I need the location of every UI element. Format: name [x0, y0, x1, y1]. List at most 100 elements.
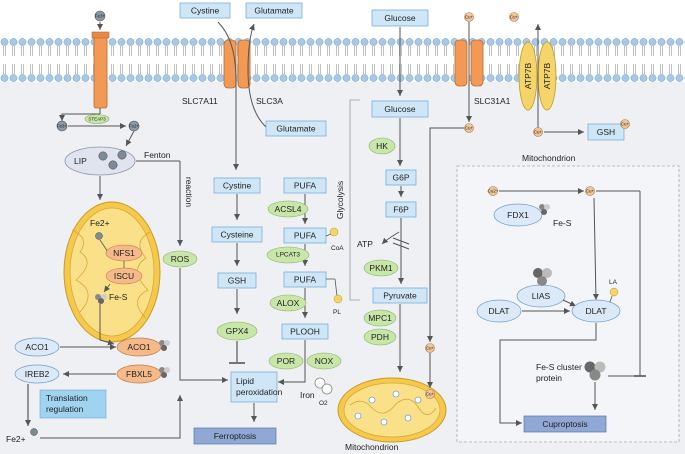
cell-membrane	[0, 38, 685, 82]
pyruvate-box	[372, 287, 428, 304]
pkm1-enzyme	[363, 259, 399, 277]
ros-node	[162, 250, 198, 268]
atp-label: ATP	[357, 239, 373, 249]
la-label: LA	[609, 279, 618, 286]
ferroptosis-box	[193, 427, 277, 445]
nox-label: NOX	[315, 356, 334, 366]
slc31a1-channel-left	[454, 39, 468, 87]
cu-mito-ion-icon-2	[425, 389, 435, 399]
ireb2-protein	[14, 364, 60, 384]
atp7b-left-label: ATP7B	[523, 63, 533, 90]
mitochondrion-bottom-label: Mitochondrion	[345, 442, 399, 452]
glutamate-out-box	[245, 2, 303, 19]
cystine-out-label: Cystine	[191, 6, 220, 16]
pkm1-label: PKM1	[369, 263, 392, 273]
pdh-enzyme	[363, 328, 397, 346]
o2-molecule-icon	[314, 377, 326, 389]
dlat-right-protein	[571, 299, 621, 323]
iscu-label: ISCU	[114, 271, 134, 281]
glutamate-in-label: Glutamate	[276, 124, 315, 134]
lpcat3-enzyme	[266, 246, 310, 264]
alox-label: ALOX	[277, 298, 300, 308]
dlat-right-label: DLAT	[585, 306, 606, 316]
por-label: POR	[277, 356, 295, 366]
cu-atp-ion-icon	[533, 127, 543, 137]
pufa-box-2	[283, 227, 327, 244]
pl-label: PL	[333, 309, 341, 316]
fe3-label: Fe3+	[57, 124, 68, 129]
cu-mito1-label: Cu+	[426, 346, 435, 351]
pufa-box-3	[283, 271, 327, 288]
cu-in-label: Cu+	[465, 126, 474, 131]
ros-label: ROS	[171, 254, 190, 264]
f6p-label: F6P	[393, 205, 409, 215]
glucose-box	[371, 100, 429, 118]
lipid-peroxidation-box	[230, 371, 278, 403]
ireb2-label: IREB2	[25, 369, 50, 379]
cu-mito2-label: Cu+	[426, 392, 435, 397]
cu-atp-ion-icon	[509, 12, 519, 22]
reaction-label: reaction	[184, 177, 194, 208]
cu-atp-label-top: Cu+	[510, 15, 519, 20]
cu2-ion-icon	[488, 186, 498, 196]
fe3-top-label: Fe3+	[95, 14, 106, 19]
ferroptosis-label: Ferroptosis	[214, 431, 257, 441]
pufa3-label: PUFA	[294, 275, 317, 285]
cystine-out-box	[179, 2, 231, 19]
mpc1-enzyme	[363, 309, 397, 327]
fe3-ion-icon	[94, 10, 106, 22]
fe-s-cluster-protein-icon	[584, 361, 596, 373]
glycolysis-label: Glycolysis	[335, 181, 345, 219]
pufa-box-1	[283, 177, 327, 194]
cuproptosis-box	[523, 415, 607, 433]
fes-copper-label: Fe-S	[553, 218, 572, 228]
nox-enzyme	[306, 352, 342, 370]
f6p-box	[385, 201, 417, 218]
dlat-left-label: DLAT	[488, 306, 509, 316]
label-line-2: regulation	[46, 404, 84, 414]
fe2-bottom-label: Fe2+	[6, 434, 26, 444]
fenton-label: Fenton	[144, 150, 171, 160]
g6p-box	[385, 169, 417, 186]
slc7a11-channel	[223, 39, 237, 89]
lip-labile-iron-pool	[64, 146, 136, 176]
gsh-copper-box	[587, 123, 625, 141]
cysteine-label: Cysteine	[220, 230, 253, 240]
label-line-2: peroxidation	[236, 387, 283, 397]
hk-enzyme	[368, 137, 396, 155]
iron-transport-channel	[93, 33, 108, 109]
pufa1-label: PUFA	[294, 181, 317, 191]
acsl4-enzyme	[267, 200, 309, 218]
gsh-copper-label: GSH	[597, 127, 615, 137]
cu-right-label: Cu+	[586, 189, 595, 194]
cu-out-ion-icon	[464, 12, 474, 22]
aco1-right-protein	[116, 337, 162, 357]
glucose-out-label: Glucose	[384, 13, 415, 23]
atp7b-left	[518, 41, 538, 111]
aco1-left-label: ACO1	[25, 342, 48, 352]
la-molecule-icon	[609, 287, 619, 297]
cu-mito-ion-icon-1	[425, 343, 435, 353]
cystine-label: Cystine	[223, 181, 252, 191]
slc3a-label: SLC3A	[256, 96, 283, 106]
glucose-label: Glucose	[384, 104, 415, 114]
fes-label: Fe-S	[109, 292, 128, 302]
pdh-label: PDH	[371, 332, 389, 342]
gpx4-label: GPX4	[226, 326, 249, 336]
lpcat3-label: LPCAT3	[276, 252, 300, 259]
dlat-left-protein	[476, 299, 522, 323]
slc3a-channel	[237, 39, 251, 89]
label-line-2: protein	[536, 373, 562, 383]
slc7a11-label: SLC7A11	[182, 96, 218, 106]
aco1-right-label: ACO1	[127, 342, 150, 352]
plooh-box	[281, 323, 329, 340]
slc31a1-label: SLC31A1	[474, 96, 511, 106]
gpx4-enzyme	[216, 321, 258, 341]
fbxl5-label: FBXL5	[126, 369, 152, 379]
cuproptosis-label: Cuproptosis	[542, 419, 587, 429]
fbxl5-protein	[116, 364, 162, 384]
alox-enzyme	[269, 294, 307, 312]
